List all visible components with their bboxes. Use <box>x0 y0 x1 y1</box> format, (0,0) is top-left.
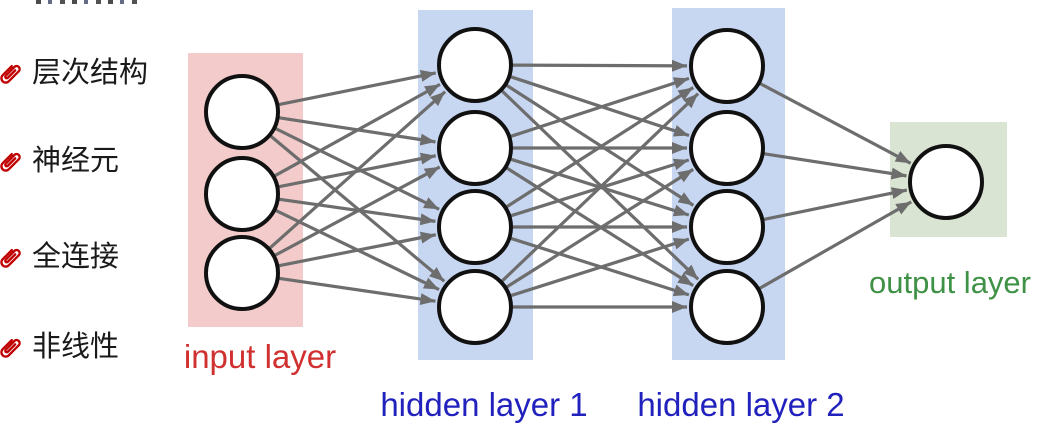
connection-edge <box>763 152 907 180</box>
bullet-label: 神经元 <box>32 145 120 177</box>
bullet-label: 层次结构 <box>32 57 149 89</box>
connection-edge <box>505 86 695 209</box>
input-layer-label: input layer <box>183 338 337 375</box>
bullet-item-neuron: 神经元 <box>0 143 119 179</box>
clipped-text-fragment <box>36 0 138 4</box>
connection-edge <box>278 276 436 305</box>
connection-edge <box>758 200 913 291</box>
input-neuron <box>204 156 280 232</box>
connection-edge <box>273 82 441 178</box>
hidden1-neuron <box>437 269 513 345</box>
hidden2-neuron <box>689 269 765 345</box>
bullet-label: 非线性 <box>32 331 120 363</box>
connection-edge <box>758 81 912 165</box>
bullet-label: 全连接 <box>32 241 120 273</box>
connection-edge <box>509 76 690 139</box>
bullet-item-nonlinear: 非线性 <box>0 329 119 365</box>
output-neuron <box>908 144 984 220</box>
connection-edge <box>277 231 437 268</box>
input-neuron <box>204 235 280 311</box>
input-neuron <box>204 74 280 150</box>
paperclip-icon <box>0 152 21 172</box>
hidden2-neuron <box>689 189 765 265</box>
connection-edge <box>500 92 700 283</box>
bullet-item-fully-connected: 全连接 <box>0 239 119 275</box>
hidden1-neuron <box>437 27 513 103</box>
hidden-layer-1-label: hidden layer 1 <box>380 386 588 423</box>
connection-edge <box>277 69 437 107</box>
bullet-item-hierarchy: 层次结构 <box>0 55 148 91</box>
connection-edge <box>505 83 695 207</box>
paperclip-icon <box>0 338 21 358</box>
hidden2-neuron <box>689 28 765 104</box>
connection-edge <box>273 165 441 257</box>
paperclip-icon <box>0 64 21 84</box>
connection-edge <box>511 59 688 72</box>
output-layer-label: output layer <box>869 265 1031 300</box>
connection-edge <box>505 167 695 289</box>
connection-edge <box>269 134 446 283</box>
connection-edge <box>268 90 447 250</box>
connection-edge <box>762 187 908 222</box>
hidden-layer-2-label: hidden layer 2 <box>637 386 845 423</box>
hidden2-neuron <box>689 110 765 186</box>
paperclip-icon <box>0 248 21 268</box>
connection-edge <box>509 237 690 298</box>
hidden1-neuron <box>437 110 513 186</box>
hidden1-neuron <box>437 189 513 265</box>
